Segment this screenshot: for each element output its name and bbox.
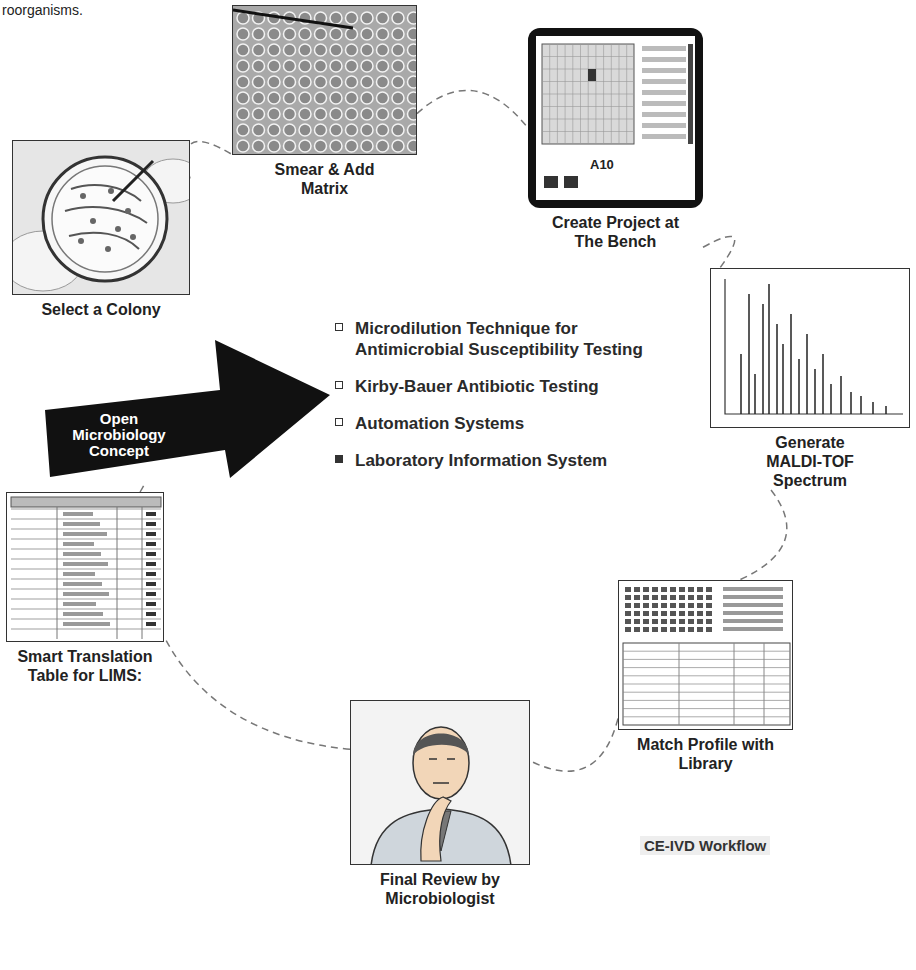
bullet-marker xyxy=(335,455,343,463)
picture-frame xyxy=(350,700,530,865)
spectrum-step: Generate MALDI-TOF Spectrum xyxy=(710,268,910,490)
flow-connector xyxy=(530,719,618,772)
flow-connector xyxy=(703,236,735,268)
picture-frame xyxy=(6,492,164,642)
bullet-text: Kirby-Bauer Antibiotic Testing xyxy=(355,376,599,397)
step-illustration xyxy=(711,269,910,428)
connector-line xyxy=(703,236,735,268)
flow-connector xyxy=(417,90,528,128)
step-illustration xyxy=(233,6,417,155)
step-illustration xyxy=(619,581,793,730)
arrow-shape xyxy=(45,335,330,483)
connector-line xyxy=(739,490,786,580)
well-id: A10 xyxy=(588,157,616,172)
flow-connector xyxy=(186,141,232,178)
bullet-item: Laboratory Information System xyxy=(335,450,665,471)
colony-step: Select a Colony xyxy=(12,140,190,319)
step-illustration xyxy=(7,493,164,642)
step-label: Match Profile with Library xyxy=(631,735,781,773)
bullet-list: Microdilution Technique for Antimicrobia… xyxy=(335,318,665,487)
concept-arrow: Open Microbiology Concept xyxy=(45,335,330,483)
picture-frame xyxy=(528,28,703,208)
bullet-marker xyxy=(335,381,343,389)
bullet-marker xyxy=(335,418,343,426)
step-label: Create Project at The Bench xyxy=(536,213,696,251)
bullet-item: Automation Systems xyxy=(335,413,665,434)
picture-frame xyxy=(232,5,417,155)
step-illustration xyxy=(528,28,703,208)
picture-frame xyxy=(618,580,793,730)
lims-step: Smart Translation Table for LIMS: xyxy=(6,492,164,685)
step-label: Generate MALDI-TOF Spectrum xyxy=(748,433,873,490)
connector-line xyxy=(186,141,232,178)
connector-line xyxy=(164,636,350,749)
step-illustration xyxy=(13,141,190,295)
arrow-text: Open Microbiology Concept xyxy=(63,411,175,459)
step-label: Smart Translation Table for LIMS: xyxy=(6,647,164,685)
project-step: Create Project at The Bench xyxy=(528,28,703,251)
flow-connector xyxy=(140,483,145,492)
bullet-marker xyxy=(335,323,343,331)
connector-line xyxy=(417,90,528,128)
step-label: Smear & Add Matrix xyxy=(262,160,387,198)
step-label: Final Review by Microbiologist xyxy=(360,870,520,908)
picture-frame xyxy=(12,140,190,295)
bullet-text: Microdilution Technique for Antimicrobia… xyxy=(355,318,665,360)
bullet-text: Laboratory Information System xyxy=(355,450,607,471)
bullet-item: Kirby-Bauer Antibiotic Testing xyxy=(335,376,665,397)
cut-text: roorganisms. xyxy=(2,2,83,18)
flow-connector xyxy=(739,490,786,580)
library-step: Match Profile with Library xyxy=(618,580,793,773)
review-step: Final Review by Microbiologist xyxy=(350,700,530,908)
connector-line xyxy=(140,483,145,492)
connector-line xyxy=(530,719,618,772)
bullet-text: Automation Systems xyxy=(355,413,524,434)
workflow-tag: CE-IVD Workflow xyxy=(640,836,770,855)
bullet-item: Microdilution Technique for Antimicrobia… xyxy=(335,318,665,360)
step-illustration xyxy=(351,701,530,865)
picture-frame xyxy=(710,268,910,428)
step-label: Select a Colony xyxy=(12,300,190,319)
flow-connector xyxy=(164,636,350,749)
smear-step: Smear & Add Matrix xyxy=(232,5,417,198)
